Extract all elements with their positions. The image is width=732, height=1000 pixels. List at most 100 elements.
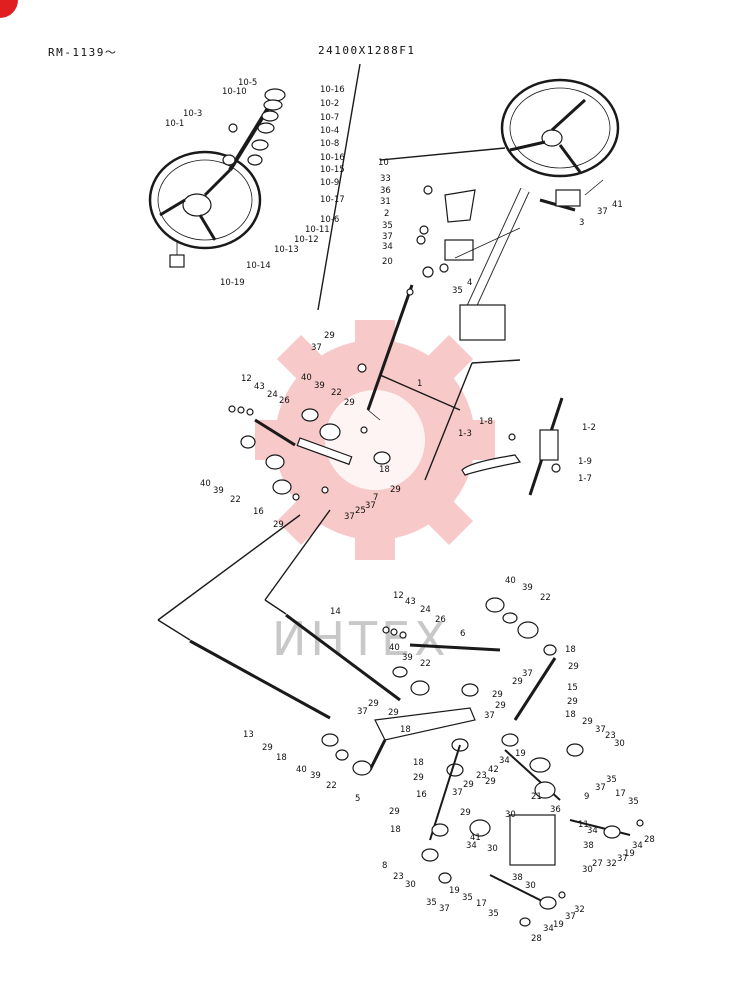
- callout-label: 39: [522, 583, 533, 593]
- steering-wheel-left: [148, 88, 286, 268]
- callout-label: 19: [624, 849, 635, 859]
- callout-label: 37: [365, 501, 376, 511]
- callout-label: 18: [390, 825, 401, 835]
- callout-label: 18: [413, 758, 424, 768]
- callout-label: 10-7: [320, 113, 339, 123]
- callout-label: 29: [413, 773, 424, 783]
- callout-label: 18: [565, 645, 576, 655]
- callout-label: 29: [463, 780, 474, 790]
- callout-label: 40: [301, 373, 312, 383]
- callout-label: 29: [582, 717, 593, 727]
- callout-label: 42: [488, 765, 499, 775]
- callout-label: 10-19: [220, 278, 245, 288]
- callout-label: 34: [632, 841, 643, 851]
- callout-label: 22: [331, 388, 342, 398]
- callout-label: 29: [389, 807, 400, 817]
- callout-label: 37: [344, 512, 355, 522]
- callout-label: 29: [495, 701, 506, 711]
- callout-label: 30: [405, 880, 416, 890]
- callout-label: 4: [467, 278, 472, 288]
- callout-label: 9: [584, 792, 589, 802]
- callout-label: 38: [583, 841, 594, 851]
- callout-label: 10-6: [320, 215, 339, 225]
- callout-label: 18: [276, 753, 287, 763]
- callout-label: 21: [531, 792, 542, 802]
- callout-label: 29: [368, 699, 379, 709]
- callout-label: 32: [606, 859, 617, 869]
- callout-label: 22: [420, 659, 431, 669]
- callout-label: 18: [379, 465, 390, 475]
- callout-labels: 10-510-1010-310-110-1610-210-710-410-810…: [165, 78, 655, 944]
- callout-label: 37: [617, 854, 628, 864]
- callout-label: 29: [390, 485, 401, 495]
- callout-label: 30: [614, 739, 625, 749]
- callout-label: 30: [505, 810, 516, 820]
- callout-label: 28: [531, 934, 542, 944]
- callout-label: 17: [615, 789, 626, 799]
- callout-label: 19: [515, 749, 526, 759]
- callout-label: 30: [487, 844, 498, 854]
- watermark-gear-hub: [325, 390, 425, 490]
- inset-frame: [317, 63, 506, 311]
- callout-label: 35: [452, 286, 463, 296]
- callout-label: 27: [592, 859, 603, 869]
- callout-label: 26: [279, 396, 290, 406]
- callout-label: 34: [499, 756, 510, 766]
- callout-label: 10-3: [183, 109, 202, 119]
- callout-label: 29: [273, 520, 284, 530]
- callout-label: 22: [230, 495, 241, 505]
- callout-label: 43: [254, 382, 265, 392]
- callout-label: 1-9: [578, 457, 592, 467]
- callout-label: 29: [324, 331, 335, 341]
- callout-label: 15: [567, 683, 578, 693]
- callout-label: 35: [606, 775, 617, 785]
- callout-label: 29: [262, 743, 273, 753]
- callout-label: 41: [470, 833, 481, 843]
- callout-label: 18: [400, 725, 411, 735]
- linkage-group-lower: [321, 597, 644, 927]
- callout-label: 1-3: [458, 429, 472, 439]
- callout-label: 38: [512, 873, 523, 883]
- callout-label: 34: [543, 924, 554, 934]
- callout-label: 1: [417, 379, 422, 389]
- callout-label: 29: [512, 677, 523, 687]
- callout-label: 10-14: [246, 261, 271, 271]
- callout-label: 29: [492, 690, 503, 700]
- callout-label: 10-17: [320, 195, 345, 205]
- callout-label: 10-4: [320, 126, 339, 136]
- callout-label: 35: [488, 909, 499, 919]
- callout-label: 13: [243, 730, 254, 740]
- callout-label: 18: [565, 710, 576, 720]
- callout-label: 11: [578, 820, 589, 830]
- callout-label: 39: [314, 381, 325, 391]
- callout-label: 10-9: [320, 178, 339, 188]
- callout-label: 37: [311, 343, 322, 353]
- callout-label: 16: [253, 507, 264, 517]
- corner-mark: [0, 0, 18, 18]
- callout-label: 41: [612, 200, 623, 210]
- callout-label: 10-8: [320, 139, 339, 149]
- rods: [157, 509, 557, 721]
- steering-wheel-right: [416, 78, 620, 341]
- callout-label: 37: [439, 904, 450, 914]
- callout-label: 34: [587, 826, 598, 836]
- callout-label: 10-12: [294, 235, 319, 245]
- callout-label: 25: [355, 506, 366, 516]
- callout-label: 10-10: [222, 87, 247, 97]
- callout-label: 40: [296, 765, 307, 775]
- callout-label: 43: [405, 597, 416, 607]
- callout-label: 10-13: [274, 245, 299, 255]
- callout-label: 39: [213, 486, 224, 496]
- lever-assembly-1: [357, 284, 521, 481]
- callout-label: 39: [310, 771, 321, 781]
- drawing-number: 24100X1288F1: [318, 44, 416, 57]
- callout-label: 19: [553, 920, 564, 930]
- callout-label: 7: [373, 493, 378, 503]
- callout-label: 10: [378, 158, 389, 168]
- callout-label: 1-2: [582, 423, 596, 433]
- callout-label: 40: [505, 576, 516, 586]
- callout-label: 34: [382, 242, 393, 252]
- callout-label: 33: [380, 174, 391, 184]
- callout-label: 37: [595, 725, 606, 735]
